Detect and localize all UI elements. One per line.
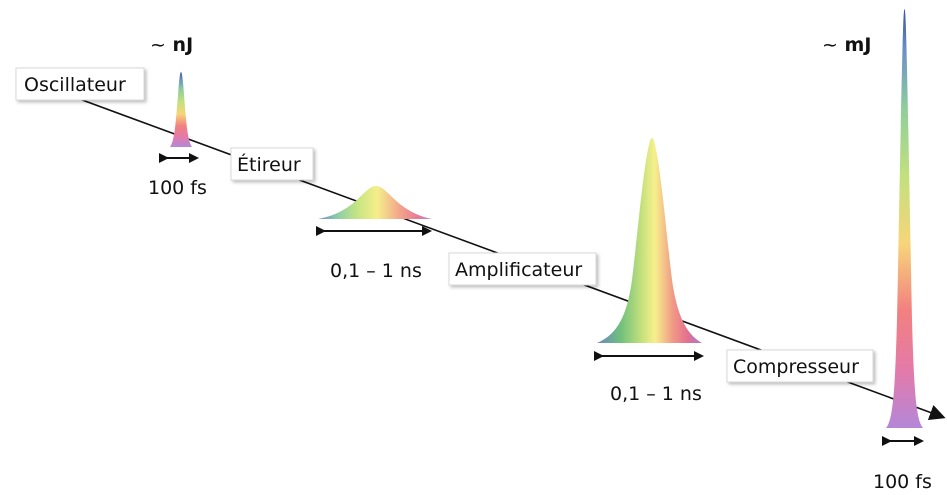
duration-stretched-label: 0,1 – 1 ns (330, 260, 422, 282)
energy-output-label: ~ mJ (822, 34, 871, 56)
stage-oscillator: Oscillateur (15, 67, 145, 101)
pulse-amplified (597, 138, 702, 343)
stage-compressor: Compresseur (726, 349, 874, 383)
stage-stretcher-label: Étireur (237, 153, 301, 176)
pulse-stretched (318, 186, 432, 219)
duration-amplified-label: 0,1 – 1 ns (610, 383, 702, 405)
pulse-oscillator (170, 72, 192, 147)
stage-compressor-label: Compresseur (733, 356, 859, 378)
stage-amplifier: Amplificateur (448, 252, 597, 286)
duration-final-label: 100 fs (873, 471, 932, 493)
duration-initial-label: 100 fs (148, 177, 207, 199)
energy-input-label: ~ nJ (150, 34, 193, 56)
stage-oscillator-label: Oscillateur (24, 74, 126, 96)
stage-stretcher: Étireur (230, 147, 314, 181)
stage-amplifier-label: Amplificateur (455, 259, 582, 281)
pulse-compressed (886, 9, 923, 428)
